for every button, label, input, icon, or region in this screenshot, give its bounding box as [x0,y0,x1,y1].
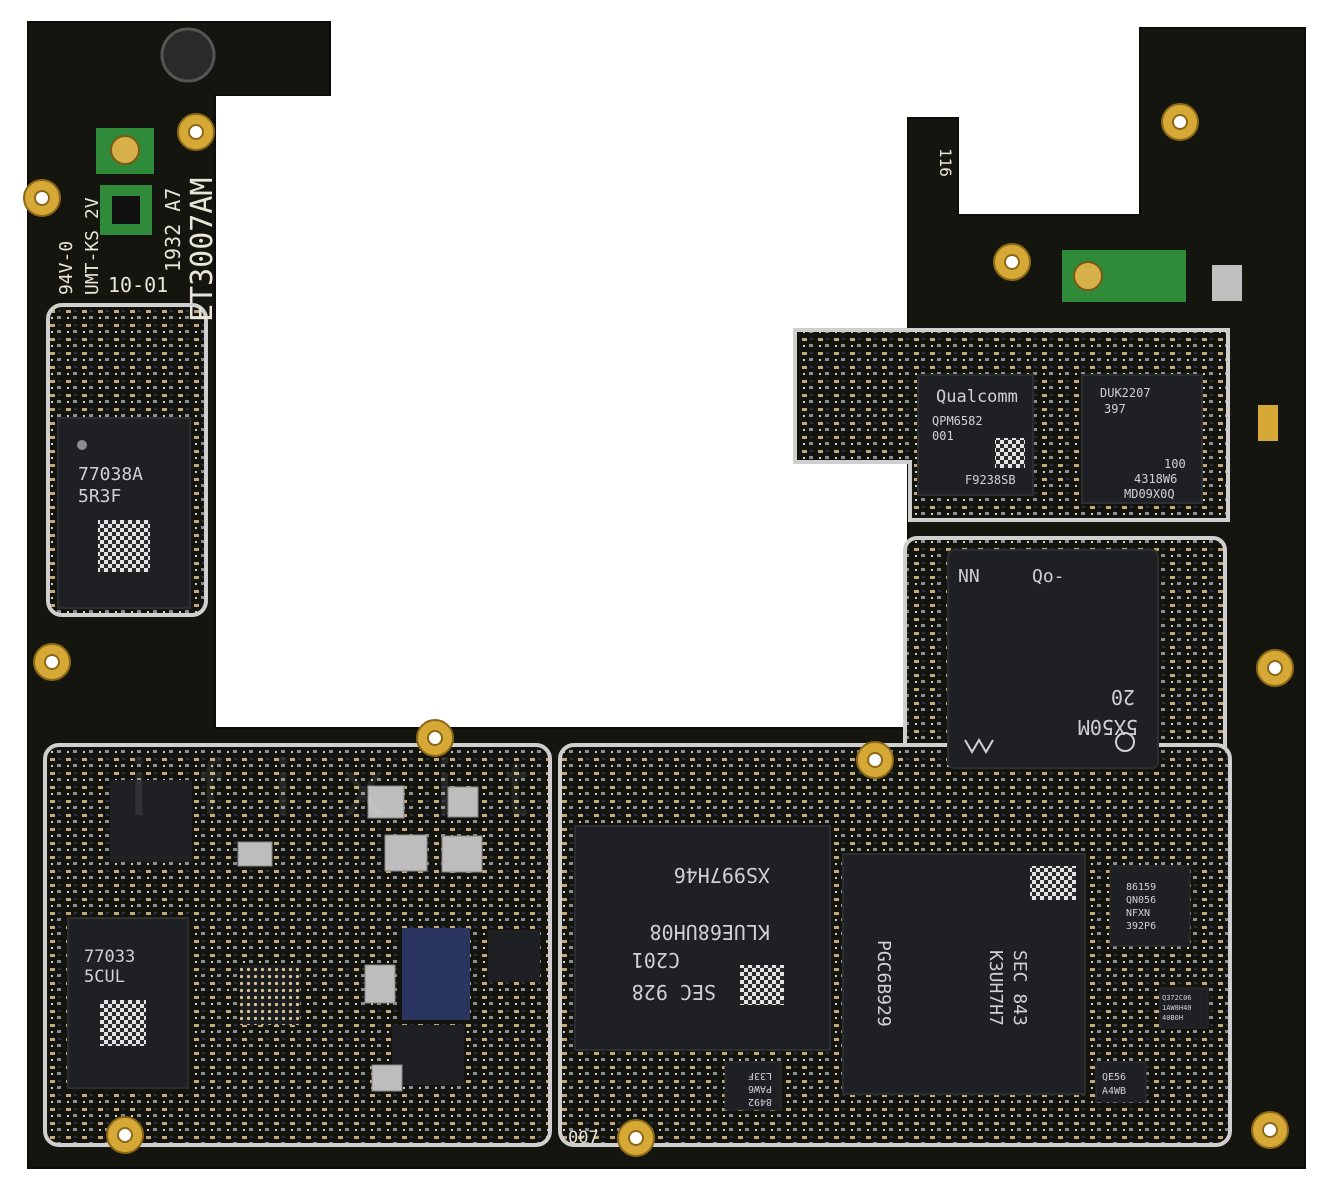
silkscreen-bottom-id: 007 [568,1128,599,1148]
chip-pa-bottom-line2: 5CUL [84,967,125,987]
chip-qfn-3 [240,965,300,1025]
chip-ram-line3: PGC6B929 [873,940,894,1027]
chip-small1 [1109,865,1191,947]
chip-small1-line4: 392P6 [1126,921,1156,932]
pin1-dot [77,440,87,450]
chip-soc [947,549,1159,769]
chip-duk-line4: 4318W6 [1134,472,1177,486]
chip-qpm [917,374,1034,496]
sensor-chip [112,196,140,224]
chip-qpm-brand: Qualcomm [936,387,1018,407]
chip-pa-top-line1: 77038A [78,464,143,485]
metal-component [1212,265,1242,301]
chip-qpm-line3: F9238SB [965,473,1016,487]
silkscreen-model: ET3007AM [185,178,220,323]
chip-duk-line1: DUK2207 [1100,386,1151,400]
chip-small2 [1159,987,1209,1029]
chip-small3 [1095,1061,1147,1103]
watermark-text: ifixit [130,743,580,832]
chip-small1-line3: NFXN [1126,908,1150,919]
chip-pa-top-line2: 5R3F [78,486,121,507]
chip-qpm-datamatrix [995,438,1025,468]
chip-ufs-line4: SEC 928 [632,980,716,1004]
chip-soc-pin-mark [1115,732,1135,752]
chip-blue-bga [402,928,470,1020]
chip-duk [1081,374,1203,504]
coax-connector-2 [1073,261,1103,291]
chip-small1-line2: QN056 [1126,895,1156,906]
chip-soc-logo [964,738,994,754]
chip-ufs-line2: KLUE68UH08 [650,920,770,944]
chip-small2-line1: Q372C06 [1162,994,1192,1002]
chip-ufs-line1: XS997H46 [674,863,770,887]
chip-qpm-line1: QPM6582 [932,414,983,428]
coax-connector-1 [110,135,140,165]
silkscreen-corner-id: 116 [936,148,955,177]
chip-ram-line1: SEC 843 [1009,950,1030,1026]
chip-small3-line2: A4WB [1102,1086,1126,1097]
chip-qfn-2 [488,930,540,982]
chip-soc-line3: 5X50M [1078,715,1138,739]
chip-small4-line3: 8492 [748,1096,772,1107]
mounting-holes [23,103,1294,1157]
chip-ufs-line3: C201 [632,948,680,972]
chip-ram-datamatrix [1030,866,1076,900]
chip-qfn-1 [110,780,192,862]
chip-soc-line2: Qo- [1032,566,1065,587]
chip-duk-line3: 100 [1164,457,1186,471]
silkscreen-fr4-mark: 94V-0 [56,241,77,295]
chip-small4-line2: PAW6 [748,1083,772,1094]
chip-small3-line1: QE56 [1102,1072,1126,1083]
chip-small2-line3: 40B0H [1162,1014,1183,1022]
microphone-component [160,27,216,83]
chip-duk-line5: MD09X0Q [1124,487,1175,501]
chip-qpm-line2: 001 [932,429,954,443]
chip-ufs [574,825,831,1051]
chip-pa-top-datamatrix [98,520,150,572]
chip-soc-line4: 20 [1111,685,1135,709]
chip-soc-line1: NN [958,566,980,587]
chip-duk-line2: 397 [1104,402,1126,416]
chip-pa-bottom-datamatrix [100,1000,146,1046]
chip-pa-bottom-line1: 77033 [84,947,135,967]
silkscreen-date-code: 1932 A7 [161,188,185,272]
chip-small2-line2: 1AW8H40 [1162,1004,1192,1012]
silkscreen-rev: 10-01 [108,273,168,297]
chip-small4 [724,1061,782,1111]
silkscreen-umt-mark: UMT-KS 2V [82,197,103,295]
chip-qfn-4 [392,1025,464,1085]
chip-small4-line1: L33F [748,1070,772,1081]
chip-ram-line2: K3UH7H7 [985,950,1006,1026]
chip-pa-top [57,417,191,609]
chip-small1-line1: 86159 [1126,882,1156,893]
metal-capacitors [237,785,483,1092]
chip-ufs-datamatrix [740,965,784,1005]
gold-contact [1258,405,1278,441]
